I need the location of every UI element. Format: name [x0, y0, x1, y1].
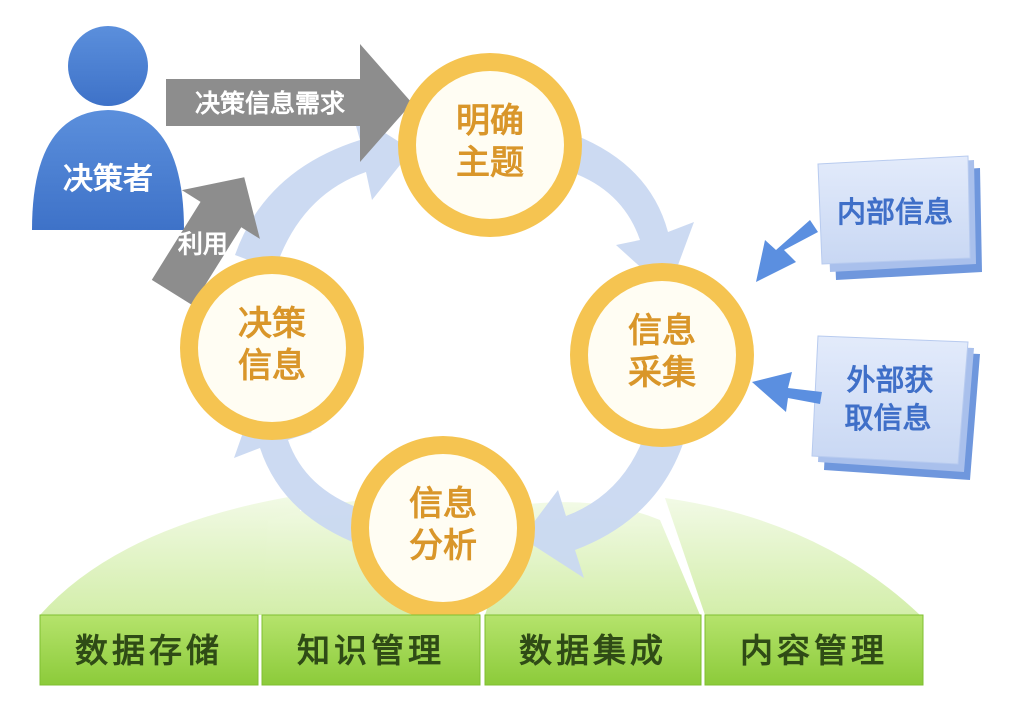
person-head	[68, 26, 148, 106]
node-define-topic-line2: 主题	[456, 143, 524, 183]
source-external-line1: 外部获	[846, 363, 933, 397]
bar-knowledge-management: 知识管理	[261, 614, 481, 686]
use-arrow: 利用	[151, 177, 260, 306]
demand-arrow: 决策信息需求	[166, 44, 412, 162]
bar-data-integration-label: 数据集成	[519, 631, 667, 670]
node-define-topic-line1: 明确	[456, 101, 524, 141]
node-analyze-info-line2: 分析	[409, 526, 477, 566]
node-decision-info: 决策 信息	[180, 256, 364, 440]
cycle-arrow-to-collect	[565, 135, 694, 292]
source-external: 外部获 取信息	[811, 335, 980, 480]
cycle-arrow-to-topic	[235, 112, 412, 270]
source-internal: 内部信息	[817, 155, 982, 280]
bar-data-integration: 数据集成	[484, 614, 702, 686]
cycle-arrow-to-analyze	[522, 418, 690, 578]
bar-content-management: 内容管理	[704, 614, 924, 686]
bar-data-storage: 数据存储	[39, 614, 259, 686]
node-analyze-info: 信息 分析	[351, 436, 535, 620]
fan-data-storage	[40, 495, 300, 615]
source-internal-arrow	[756, 220, 818, 282]
node-define-topic: 明确 主题	[398, 53, 582, 237]
foundation-bars: 数据存储 知识管理 数据集成 内容管理	[39, 614, 924, 686]
node-collect-info: 信息 采集	[570, 263, 754, 447]
node-analyze-info-line1: 信息	[409, 484, 477, 524]
node-collect-info-line2: 采集	[628, 353, 696, 393]
source-external-arrow	[752, 372, 822, 412]
decision-maker-figure: 决策者	[32, 26, 184, 230]
node-collect-info-line1: 信息	[628, 311, 696, 351]
node-decision-info-line1: 决策	[238, 304, 306, 344]
decision-maker-label: 决策者	[63, 162, 153, 197]
demand-arrow-label: 决策信息需求	[195, 89, 345, 118]
bar-data-storage-label: 数据存储	[75, 631, 223, 670]
use-arrow-label: 利用	[178, 229, 228, 258]
source-internal-label: 内部信息	[837, 195, 953, 229]
bar-content-management-label: 内容管理	[740, 631, 888, 670]
node-decision-info-line2: 信息	[238, 346, 306, 386]
source-external-line2: 取信息	[844, 401, 931, 435]
fan-content-management	[665, 498, 920, 615]
person-body	[32, 110, 184, 230]
bar-knowledge-management-label: 知识管理	[297, 631, 445, 670]
